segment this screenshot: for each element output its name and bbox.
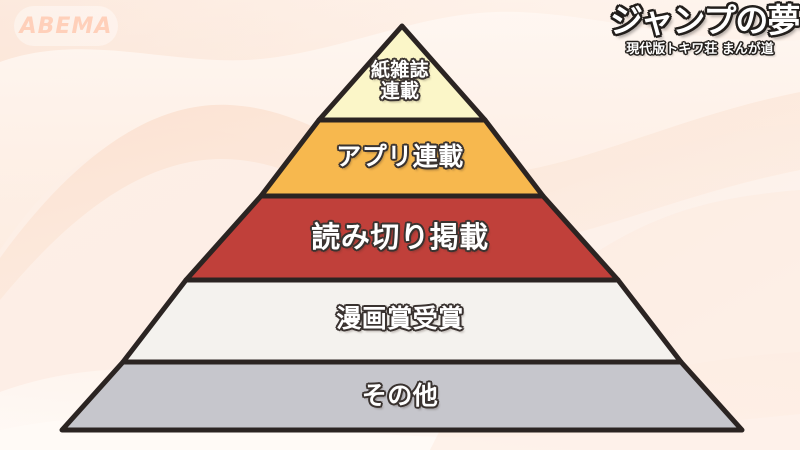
- show-logo-subtitle: 現代版トキワ荘 まんが道: [626, 42, 774, 57]
- show-logo-title: ジャンプの夢: [610, 1, 800, 40]
- pyramid-tier-2-shape: [258, 117, 546, 199]
- pyramid-tier-1-shape: [316, 23, 488, 123]
- pyramid-tier-5-shape: [59, 359, 745, 433]
- show-logo: ジャンプの夢 現代版トキワ荘 まんが道: [610, 1, 800, 57]
- pyramid-tier-4-shape: [120, 277, 684, 365]
- pyramid-tier-3-shape: [183, 193, 621, 283]
- broadcaster-watermark-logo: ABEMA: [14, 6, 118, 46]
